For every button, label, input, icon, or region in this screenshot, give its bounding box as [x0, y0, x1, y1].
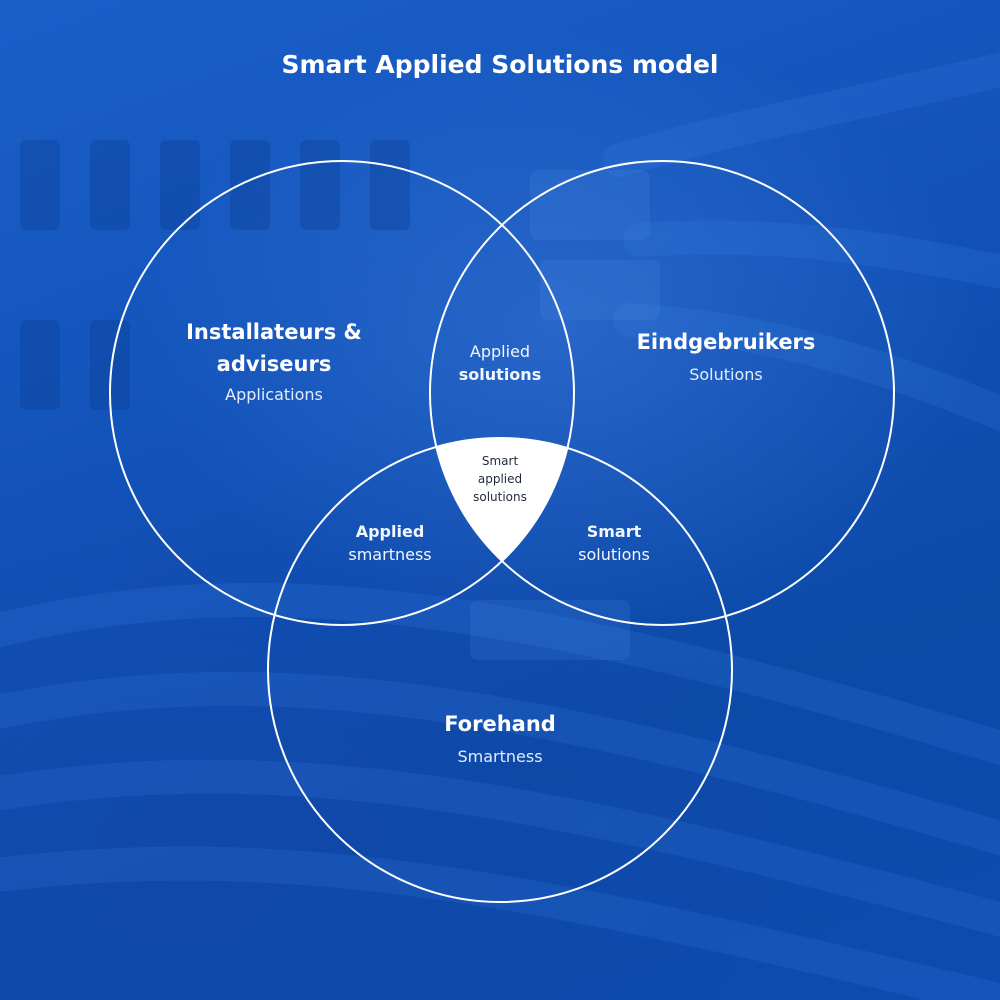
circle-forehand	[267, 437, 733, 903]
center-smart-applied-solutions: Smart applied solutions	[473, 452, 527, 506]
eindgebruikers-sub: Solutions	[689, 365, 763, 384]
smart-solutions-line2: solutions	[578, 545, 650, 564]
installateurs-sub: Applications	[225, 385, 323, 404]
center-intersection-fill	[430, 438, 574, 625]
applied-solutions-line2: solutions	[458, 365, 542, 384]
circle-eindgebruikers	[429, 160, 895, 626]
applied-solutions-line1: Applied	[469, 342, 531, 361]
diagram-title: Smart Applied Solutions model	[281, 50, 719, 79]
center-line2: applied	[477, 472, 523, 486]
applied-smartness-line2: smartness	[348, 545, 432, 564]
overlap-smart-solutions: Smart solutions	[578, 520, 650, 566]
applied-smartness-line1: Applied	[355, 522, 425, 541]
forehand-sub: Smartness	[457, 747, 543, 766]
installateurs-heading-line1: Installateurs &	[186, 320, 362, 344]
center-line3: solutions	[473, 490, 527, 504]
eindgebruikers-heading: Eindgebruikers	[636, 330, 816, 354]
circle-installateurs	[109, 160, 575, 626]
overlap-applied-smartness: Applied smartness	[348, 520, 431, 566]
overlap-applied-solutions: Applied solutions	[459, 340, 541, 386]
label-forehand: Forehand Smartness	[444, 708, 556, 768]
label-installateurs: Installateurs & adviseurs Applications	[186, 316, 362, 406]
label-eindgebruikers: Eindgebruikers Solutions	[637, 326, 816, 386]
smart-solutions-line1: Smart	[586, 522, 642, 541]
forehand-heading: Forehand	[444, 712, 556, 736]
center-line1: Smart	[481, 454, 519, 468]
installateurs-heading-line2: adviseurs	[216, 352, 332, 376]
